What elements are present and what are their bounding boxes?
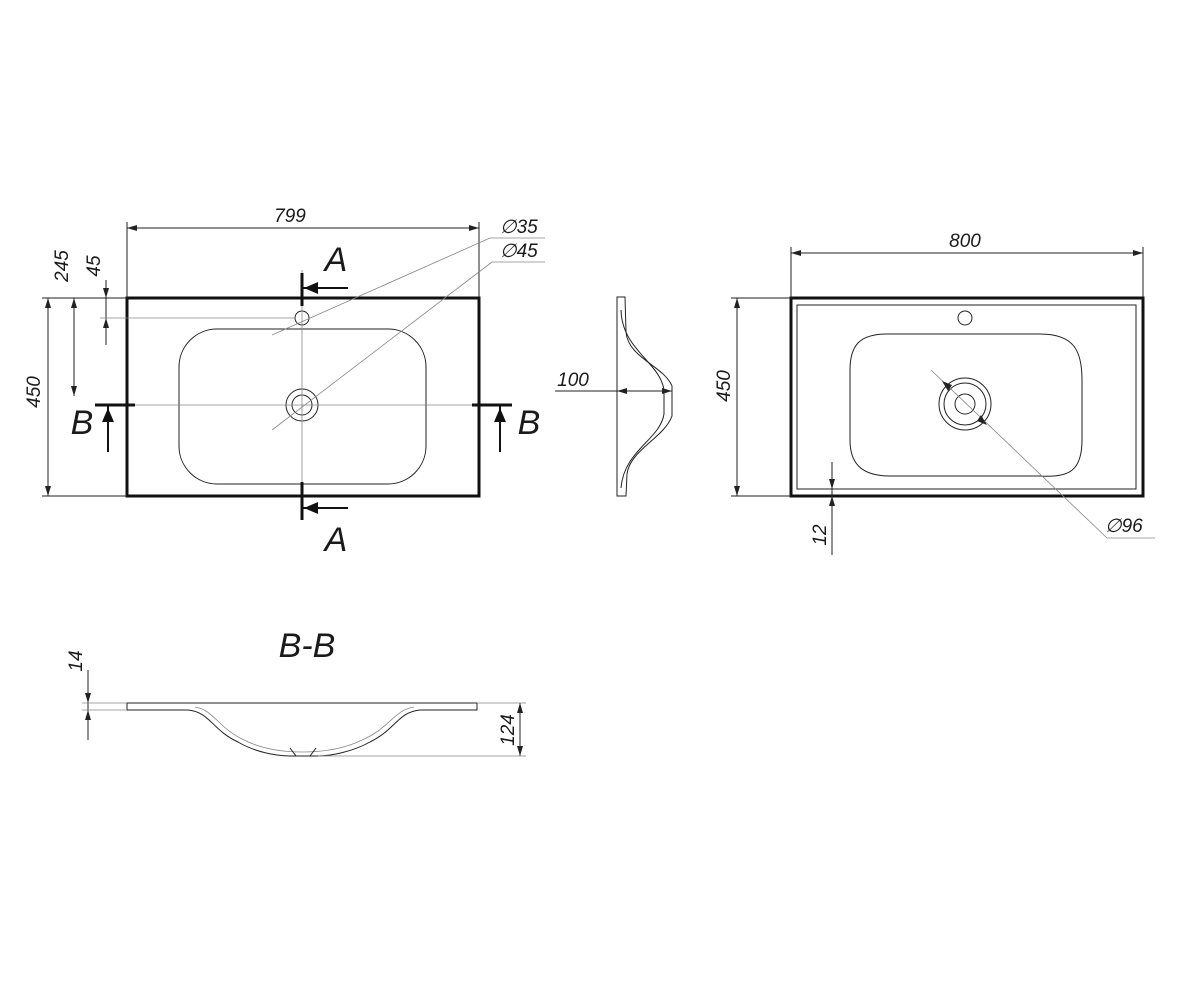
side-profile-inner (620, 309, 665, 489)
section-bb-inner (194, 706, 415, 753)
bottom-height-label: 450 (714, 370, 735, 402)
section-bb-profile (126, 702, 478, 757)
bottom-view-drain-outer (938, 377, 992, 431)
side-depth-label: 100 (557, 370, 589, 391)
hole-small-label: ∅35 (500, 217, 538, 238)
bottom-view-faucet-hole (957, 310, 973, 326)
section-thickness-label: 14 (66, 650, 87, 671)
drain-label: ∅96 (1105, 516, 1143, 537)
bottom-view-rim (796, 304, 1137, 490)
section-height-label: 124 (498, 714, 519, 746)
bottom-view-outline (789, 296, 1145, 498)
top-offset-45-label: 45 (84, 255, 105, 277)
bottom-view: 800 450 12 ∅96 (714, 231, 1155, 555)
section-b-right-label: B (518, 404, 541, 442)
hole-large-label: ∅45 (500, 241, 538, 262)
side-profile: 100 (555, 296, 673, 497)
section-a-bottom-label: A (323, 521, 348, 559)
bottom-view-drain-mid (943, 382, 987, 426)
section-bb: B-B 14 124 (66, 627, 526, 757)
bottom-rim-label: 12 (810, 524, 831, 546)
bottom-view-bowl (849, 333, 1083, 477)
top-height-label: 450 (24, 376, 45, 408)
side-profile-outline (616, 296, 673, 497)
bottom-width-label: 800 (949, 231, 981, 252)
section-b-left-label: B (71, 404, 94, 442)
top-width-label: 799 (274, 206, 306, 227)
section-bb-title: B-B (279, 627, 336, 665)
bottom-view-drain-inner (954, 393, 976, 415)
section-a-top-label: A (323, 241, 348, 279)
top-view: 799 450 245 45 ∅35 ∅45 A A (24, 206, 545, 559)
top-offset-245-label: 245 (52, 250, 73, 283)
